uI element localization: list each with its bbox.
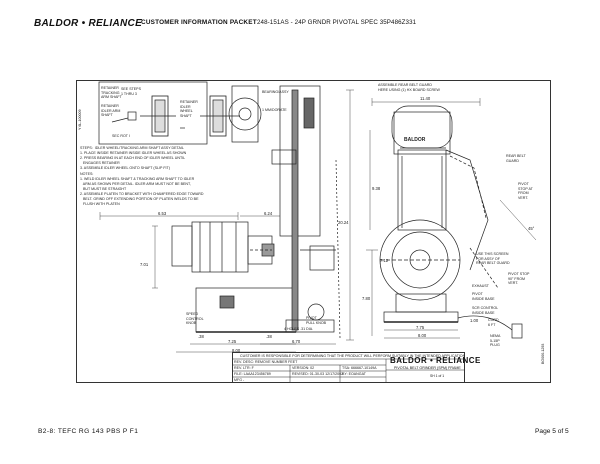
label-pivot-inside-base: PIVOT INSIDE BASE [472,292,495,301]
brand-logo: BALDOR • RELIANCE [34,18,143,29]
dim-right-sub: 7.12 [380,258,389,263]
page-header: BALDOR • RELIANCE CUSTOMER INFORMATION P… [0,0,600,40]
mfg: MFG - [234,378,245,382]
dim-right-height: 7.80 [362,296,371,301]
title-block-description: PIVOTAL BELT GRINDER (SPM) FRAME [394,366,461,370]
side-code-label: BG000-1293 [541,343,545,364]
rev-letter: REV. LTR: F [234,366,254,370]
footer-left: B2-8: TEFC RG 143 PBS P F1 [38,428,139,435]
version: VERSION: 02 [292,366,315,370]
label-pivot-stop-45: PIVOT STOP AT FROM VERT. [518,182,533,200]
note-2b: BELT. GRIND OFF EXTENDING PORTION OF PLA… [80,197,199,201]
dim-cord-length: 1.00 [470,318,479,323]
left-code-label: Y 6L-100009 [78,109,82,130]
dim-bottom-b: 8.00 [232,348,241,353]
label-cord: CORD 6 FT [488,318,499,327]
step-2b: ENGAGES RETAINER [80,161,120,165]
dim-mid-height: 20.24 [338,220,349,225]
bearing-label: BEARING/ASSY [262,90,289,94]
callout-retainer-idler-wheel: RETAINER IDLER WHEEL SHAFT [180,100,198,118]
label-plug: NEMA 5-15P PLUG [490,334,501,348]
packet-title: CUSTOMER INFORMATION PACKET [141,19,257,26]
dim-bottom-e: .38 [266,334,272,339]
by: BY: EOANGAT [342,372,366,376]
holes-note: 4 HOLES .31 DIA. [284,327,314,331]
label-speed-control: SPEED CONTROL KNOB [186,312,204,326]
note-2c: FLUSH WITH PLATEN [80,202,120,206]
dim-left-height: 7.01 [140,262,149,267]
rev-desc: REV. DESC: REMOVE NUMBER FEET [234,360,298,364]
dim-left-width: 6.53 [158,211,167,216]
notes-title: NOTES: [80,172,94,176]
tsa: TSA: 666667-10149A [342,366,377,370]
dim-bottom-a: 7.25 [228,339,237,344]
label-pull-knob: PIVOT PULL KNOB [306,316,327,325]
steps-title: STEPS: IDLER WHEEL/TRACKING ARM SHAFT AS… [80,146,184,150]
label-rear-belt-guard: REAR BELT GUARD [506,154,526,163]
dim-bottom-d: .38 [198,334,204,339]
note-1b: ARM AS SHOWN PER DETAIL. IDLER ARM MUST … [80,182,191,186]
dim-base-total: 8.00 [418,333,427,338]
revised: REVISED: 01-30-03 12/17/2002 [292,372,344,376]
label-scr-control: SCR CONTROL INSIDE BASE [472,306,499,315]
label-belt-guard-top: ASSEMBLE REAR BELT GUARD HERE USING (1) … [378,83,440,92]
title-block-brand: BALDOR • RELIANCE [390,356,481,365]
dim-right-width: 11.40 [420,96,431,101]
note-1: 1. WELD IDLER WHEEL SHAFT & TRACKING ARM… [80,177,195,181]
callout-retainer-idler: RETAINER IDLER ARM SHAFT [101,104,121,118]
callout-see-steps: SEE STEPS 1 THRU 3 [121,87,141,96]
label-pivot-stop-90: PIVOT STOP 90° FROM VERT. [508,272,530,286]
dim-angle: 45° [528,226,535,231]
step-2: 2. PRESS BEARING IN AT EACH END OF IDLER… [80,156,186,160]
dim-base-width: 7.75 [416,325,425,330]
disclaimer: CUSTOMER IS RESPONSIBLE FOR DETERMINING … [240,354,466,358]
label-screw-note: USE THIS SCREEN FOR ASSY OF REAR BELT GU… [476,252,510,266]
step-1: 1. PLACE INSIDE RETAINER INSIDE IDLER WH… [80,151,187,155]
step-3: 3. ASSEMBLE IDLER WHEEL ONTO SHAFT (SLIP… [80,166,170,170]
dim-left-inner: 6.24 [264,211,273,216]
dim-upper-small: 9.38 [372,186,381,191]
guard-nameplate: BALDOR [404,137,426,143]
file: FILE: LAAA123456789 [234,372,271,376]
note-1c: BUT MUST BE STRAIGHT [80,187,127,191]
page-number: Page 5 of 5 [535,428,569,435]
section-label: SEC ROT I [112,134,130,138]
title-block-sheet: SH 1 of 1 [430,374,445,378]
title-block [232,352,465,383]
document-number: 248-151AS - 24P GRNDR PIVOTAL SPEC 35P48… [257,19,417,26]
note-2: 2. ASSEMBLE PLATEN TO BRACKET WITH CHAMF… [80,192,204,196]
label-exhaust: EXHAUST [472,284,489,288]
callout-retainer-tracking: RETAINER TRACKING ARM SHAFT [101,86,122,100]
dim-bottom-c: 6.70 [292,339,301,344]
retainer-label: 1 MM/DORATE [262,108,287,112]
detail-box [98,81,208,145]
